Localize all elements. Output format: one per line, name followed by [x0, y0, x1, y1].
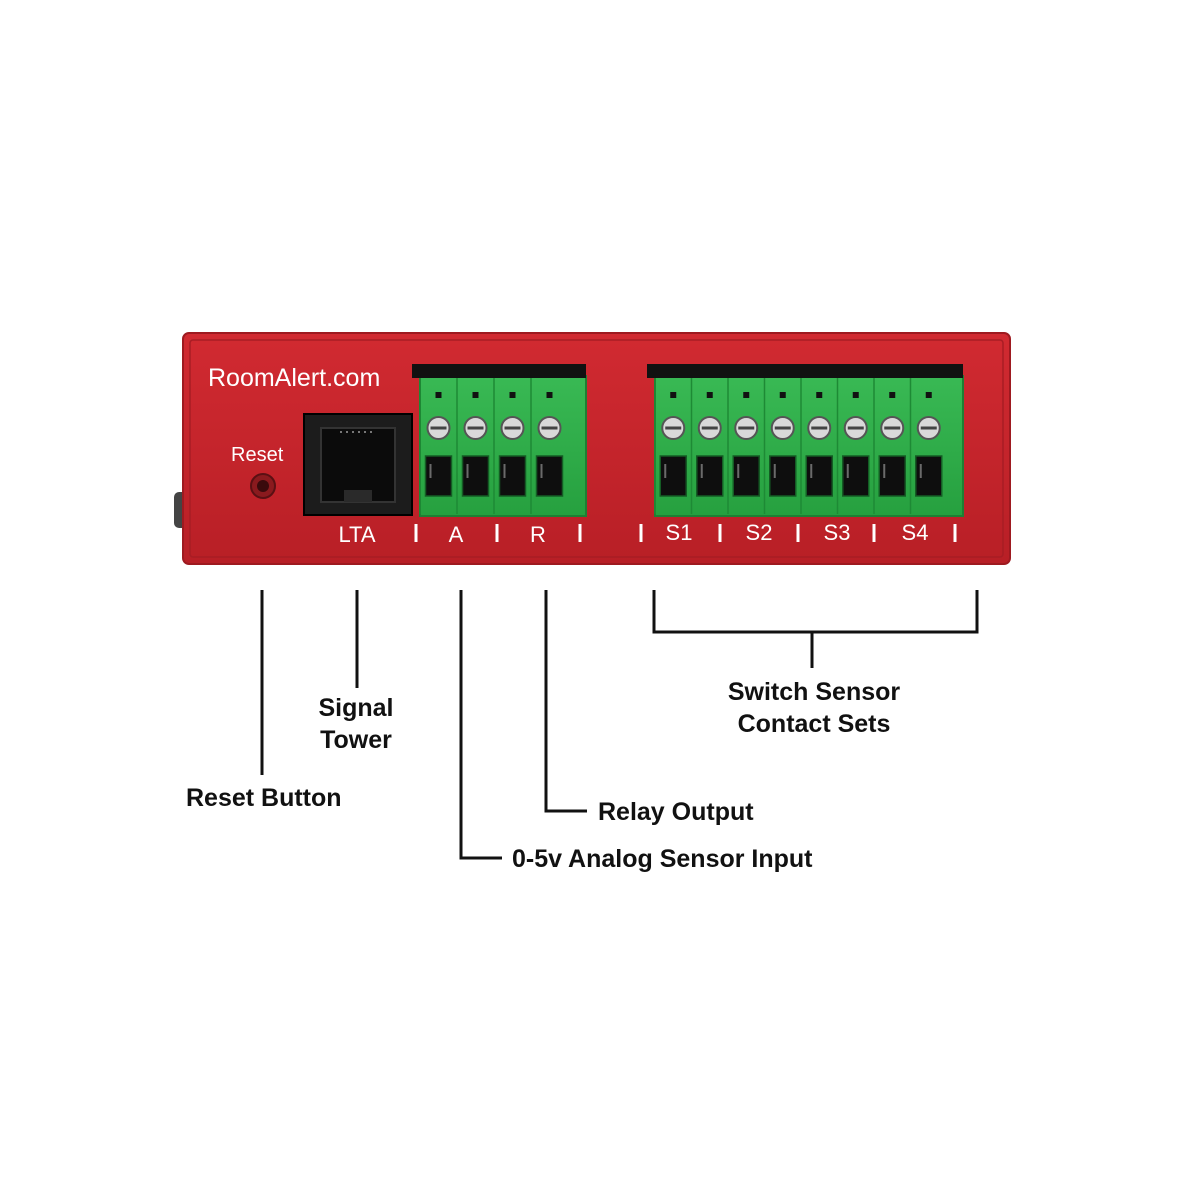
led-dot [743, 392, 750, 398]
port-label-s4: S4 [902, 520, 929, 545]
wire-opening[interactable] [732, 455, 760, 497]
led-dot [546, 392, 553, 398]
callout-leaders [260, 590, 979, 860]
lta-jack-clip-slot [344, 490, 372, 502]
led-dot [435, 392, 442, 398]
reset-label: Reset [231, 444, 284, 466]
wire-opening[interactable] [461, 455, 490, 497]
led-dot [670, 392, 677, 398]
leader-switch-bracket [652, 590, 979, 634]
led-dot [925, 392, 932, 398]
terminal-position[interactable] [836, 378, 870, 514]
terminal-position[interactable] [456, 378, 490, 514]
reset-button-hole [257, 480, 269, 492]
callout-relay-output: Relay Output [598, 798, 754, 826]
led-dot [509, 392, 516, 398]
wire-opening[interactable] [769, 455, 797, 497]
wire-opening[interactable] [842, 455, 870, 497]
terminal-position[interactable] [763, 378, 797, 514]
led-dot [852, 392, 859, 398]
wire-opening[interactable] [915, 455, 943, 497]
terminal-position[interactable] [727, 378, 760, 514]
terminal-block-shadow [412, 364, 586, 378]
callout-switch-sensors-line1: Switch Sensor [728, 678, 901, 706]
wire-opening[interactable] [424, 455, 453, 497]
brand-text: RoomAlert.com [208, 364, 380, 392]
port-separators [414, 524, 957, 542]
callout-signal-tower-line1: Signal [318, 694, 393, 722]
led-dot [889, 392, 896, 398]
callout-analog-input: 0-5v Analog Sensor Input [512, 845, 813, 873]
enclosure-inner-edge [189, 339, 1004, 558]
leader-analog [459, 590, 502, 860]
led-dot [472, 392, 479, 398]
led-dot [706, 392, 713, 398]
port-label-relay: R [530, 522, 546, 547]
terminal-position[interactable] [530, 378, 564, 514]
wire-opening[interactable] [498, 455, 527, 497]
port-label-s3: S3 [824, 520, 851, 545]
callout-reset-button: Reset Button [186, 784, 342, 812]
terminal-position[interactable] [419, 378, 453, 514]
port-label-s2: S2 [746, 520, 773, 545]
terminal-position[interactable] [873, 378, 906, 514]
terminal-position[interactable] [800, 378, 833, 514]
port-label-analog: A [449, 522, 464, 547]
terminal-position[interactable] [654, 378, 687, 514]
wire-opening[interactable] [659, 455, 687, 497]
wire-opening[interactable] [805, 455, 833, 497]
lta-jack[interactable] [303, 413, 413, 516]
led-dot [779, 392, 786, 398]
terminal-position[interactable] [493, 378, 527, 514]
port-label-s1: S1 [666, 520, 693, 545]
terminal-block-shadow [647, 364, 963, 378]
terminal-position[interactable] [909, 378, 943, 514]
terminal-block-analog-relay[interactable] [412, 364, 587, 517]
led-dot [816, 392, 823, 398]
leader-relay [544, 590, 587, 813]
callout-signal-tower-line2: Tower [320, 726, 392, 754]
callout-switch-sensors-line2: Contact Sets [738, 710, 891, 738]
terminal-block-switch-sensors[interactable] [647, 364, 964, 517]
wire-opening[interactable] [696, 455, 724, 497]
port-label-lta: LTA [338, 522, 375, 547]
wire-opening[interactable] [535, 455, 564, 497]
wire-opening[interactable] [878, 455, 906, 497]
terminal-position[interactable] [690, 378, 724, 514]
